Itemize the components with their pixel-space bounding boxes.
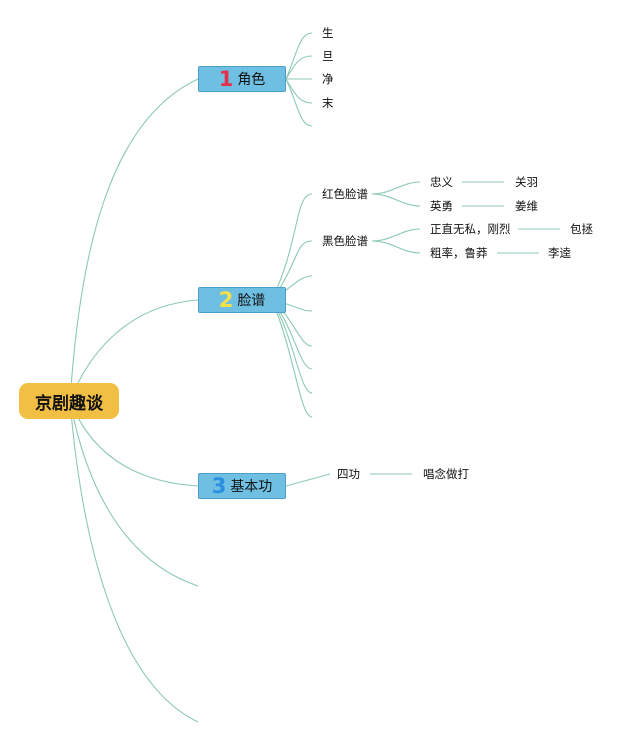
connector-faces-7 (271, 299, 313, 394)
connector-skills (285, 473, 331, 487)
branch-number-1: 1 (218, 66, 234, 91)
branch-label-facial-masks: 脸谱 (237, 293, 266, 309)
leaf-dan[interactable]: 旦 (322, 49, 334, 63)
connector-red-brave (371, 193, 421, 207)
branch-number-2: 2 (218, 287, 234, 312)
branch-label-basic-skills: 基本功 (230, 479, 273, 495)
leaf-four-skills-detail[interactable]: 唱念做打 (423, 467, 469, 481)
leaf-mo[interactable]: 末 (322, 96, 334, 110)
leaf-character-baozheng[interactable]: 包拯 (570, 222, 593, 236)
connector-faces-8 (271, 299, 313, 418)
leaf-jing[interactable]: 净 (322, 72, 334, 86)
leaf-trait-brave[interactable]: 英勇 (430, 199, 453, 213)
connector-root-to-branch-1 (69, 78, 199, 402)
leaf-sheng[interactable]: 生 (322, 26, 334, 40)
connector-roles-5 (285, 78, 313, 127)
branch-label-roles: 角色 (237, 72, 266, 88)
connector-roles-2 (285, 55, 313, 80)
leaf-trait-just[interactable]: 正直无私，刚烈 (430, 222, 511, 236)
root-topic-label: 京剧趣谈 (35, 393, 103, 414)
connector-roles-4 (285, 78, 313, 104)
branch-topic-roles[interactable]: 1 角色 (198, 66, 286, 92)
leaf-character-likui[interactable]: 李逵 (548, 246, 571, 260)
leaf-red-mask[interactable]: 红色脸谱 (322, 187, 368, 201)
connector-roles-1 (285, 32, 313, 80)
connector-black-just (371, 228, 421, 242)
connector-red-loyal (371, 181, 421, 195)
leaf-trait-loyal[interactable]: 忠义 (430, 175, 453, 189)
connector-root-to-empty-topic-1 (69, 400, 199, 587)
branch-topic-basic-skills[interactable]: 3 基本功 (198, 473, 286, 499)
connector-root-to-empty-topic-2 (69, 400, 199, 723)
branch-number-3: 3 (211, 473, 227, 498)
leaf-four-skills[interactable]: 四功 (337, 467, 360, 481)
leaf-character-guanyu[interactable]: 关羽 (515, 175, 538, 189)
connector-faces-1 (271, 193, 313, 301)
root-topic[interactable]: 京剧趣谈 (19, 383, 119, 419)
connector-black-rash (371, 240, 421, 254)
leaf-black-mask[interactable]: 黑色脸谱 (322, 234, 368, 248)
branch-topic-facial-masks[interactable]: 2 脸谱 (198, 287, 286, 313)
leaf-trait-rash[interactable]: 粗率，鲁莽 (430, 246, 488, 260)
leaf-character-jiangwei[interactable]: 姜维 (515, 199, 538, 213)
